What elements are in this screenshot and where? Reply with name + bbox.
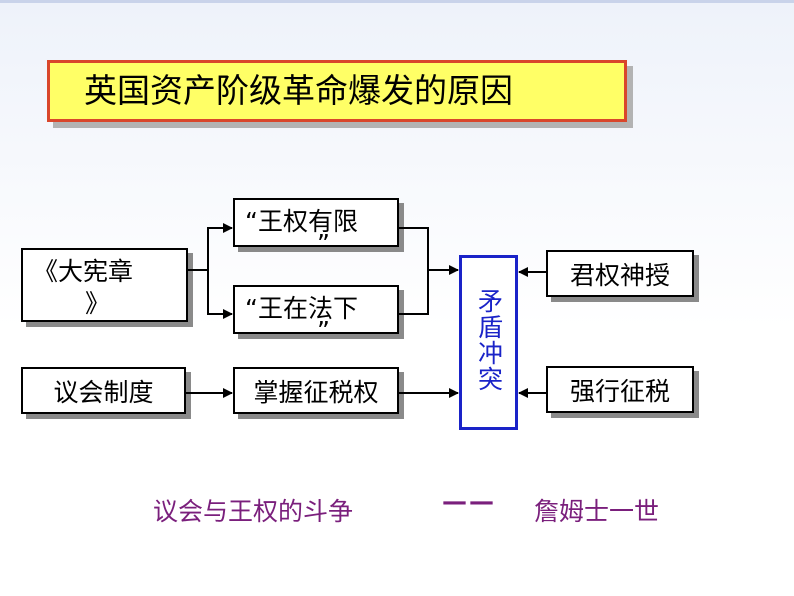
connector-fork-upper	[207, 223, 233, 270]
conflict-box: 矛盾冲突	[459, 255, 518, 430]
parliament-system-box: 议会制度	[21, 367, 186, 414]
conflict-label: 矛盾冲突	[474, 288, 504, 392]
king-under-law-label-2: ”	[317, 316, 330, 345]
magna-carta-label-1: 《大宪章	[33, 257, 134, 286]
connector-fork-lower	[207, 270, 233, 319]
footer-james-text: 詹姆士一世	[534, 497, 660, 526]
footer-dash: ——	[442, 487, 496, 516]
top-rule	[0, 0, 794, 3]
tax-power-box: 掌握征税权	[233, 367, 399, 414]
royal-power-limited-box: “王权有限 ”	[233, 198, 399, 258]
footer-struggle-text: 议会与王权的斗争	[153, 497, 354, 526]
royal-power-limited-label-2: ”	[317, 229, 330, 258]
divine-right-box: 君权神授	[546, 250, 694, 297]
royal-power-limited-label-1: “王权有限	[245, 207, 358, 236]
king-under-law-box: “王在法下 ”	[233, 285, 399, 345]
magna-carta-box: 《大宪章 》	[21, 248, 188, 322]
page-title: 英国资产阶级革命爆发的原因	[47, 60, 627, 122]
king-under-law-label-1: “王在法下	[245, 294, 358, 323]
forced-tax-box: 强行征税	[546, 366, 694, 413]
magna-carta-label-2: 》	[85, 289, 111, 318]
connector-merge	[399, 227, 429, 315]
